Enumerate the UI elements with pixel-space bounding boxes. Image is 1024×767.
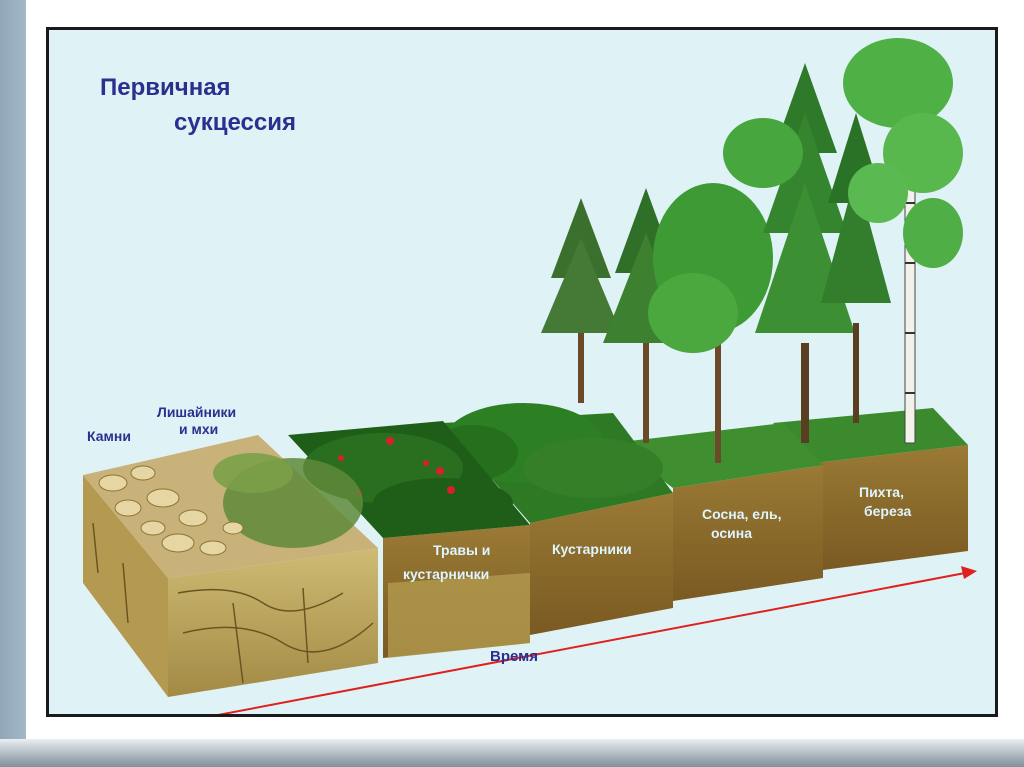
title-line-2: сукцессия bbox=[174, 109, 296, 137]
slide-bottom-decor bbox=[0, 739, 1024, 767]
label-grasses-line-2: кустарнички bbox=[403, 566, 489, 582]
forest-trees bbox=[541, 38, 963, 463]
label-pine-line-2: осина bbox=[711, 525, 752, 541]
label-lichens-line-2: и мхи bbox=[179, 421, 218, 437]
diagram-frame: Первичная сукцессия Камни Лишайники и мх… bbox=[46, 27, 998, 717]
label-shrubs: Кустарники bbox=[552, 541, 632, 557]
label-grasses-line-1: Травы и bbox=[433, 542, 490, 558]
time-axis-label: Время bbox=[490, 648, 538, 665]
block-stones-lichens bbox=[83, 435, 378, 697]
label-fir-line-1: Пихта, bbox=[859, 484, 904, 500]
label-lichens-line-1: Лишайники bbox=[157, 404, 236, 420]
label-fir-line-2: береза bbox=[864, 503, 911, 519]
title-line-1: Первичная bbox=[100, 74, 231, 102]
label-stones: Камни bbox=[87, 428, 131, 444]
label-pine-line-1: Сосна, ель, bbox=[702, 506, 781, 522]
